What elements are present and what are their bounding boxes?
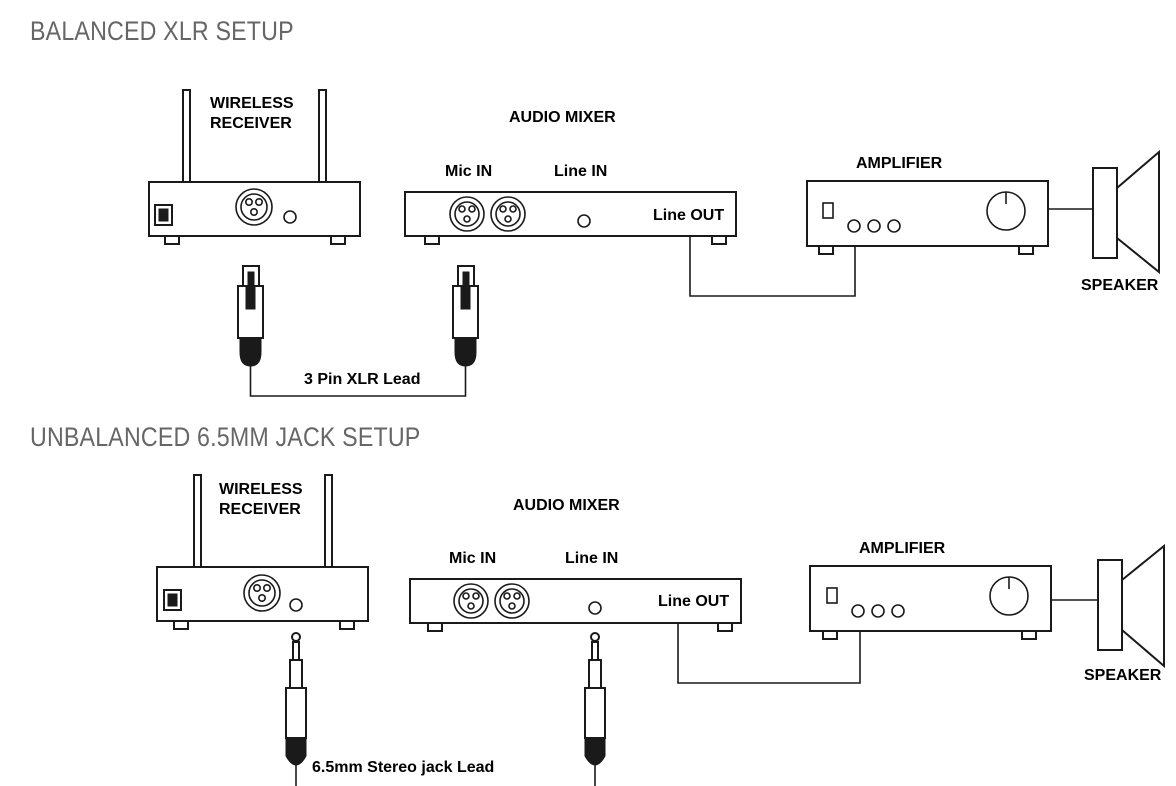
- receiver-label-line2: RECEIVER: [219, 501, 301, 518]
- balanced-audio-mixer: AUDIO MIXER Mic IN Line IN Line OUT: [404, 109, 737, 245]
- foot-icon: [427, 622, 443, 632]
- xlr-output-icon: [243, 574, 281, 612]
- receiver-label-line1: WIRELESS: [210, 95, 294, 112]
- amp-button-icon: [887, 219, 901, 233]
- foot-icon: [1021, 630, 1037, 640]
- amp-button-icon: [851, 604, 865, 618]
- speaker-label: SPEAKER: [1084, 667, 1162, 684]
- line-out-label: Line OUT: [653, 207, 724, 224]
- xlr-plug-right-icon: [452, 265, 479, 367]
- foot-icon: [330, 235, 346, 245]
- balanced-section-title: BALANCED XLR SETUP: [30, 16, 294, 46]
- antenna-right-icon: [324, 474, 333, 578]
- foot-icon: [1018, 245, 1034, 255]
- foot-icon: [164, 235, 180, 245]
- mic-input-1-icon: [449, 196, 485, 232]
- receiver-label-line2: RECEIVER: [210, 115, 292, 132]
- mic-input-2-icon: [494, 583, 530, 619]
- foot-icon: [339, 620, 355, 630]
- mixer-to-amp-cable: [677, 623, 861, 684]
- amp-button-icon: [867, 219, 881, 233]
- antenna-left-icon: [182, 89, 191, 191]
- power-switch-icon: [826, 587, 838, 604]
- line-in-jack-icon: [588, 601, 602, 615]
- receiver-body: [156, 566, 369, 622]
- lead-label: 3 Pin XLR Lead: [304, 371, 420, 388]
- antenna-left-icon: [193, 474, 202, 578]
- foot-icon: [173, 620, 189, 630]
- amplifier-label: AMPLIFIER: [859, 540, 946, 557]
- jack-plug-left-icon: [285, 632, 307, 786]
- xlr-lead-cable: [249, 366, 467, 397]
- amp-button-icon: [891, 604, 905, 618]
- mixer-body: [409, 578, 742, 624]
- power-socket-core-icon: [167, 593, 178, 607]
- mixer-to-amp-cable: [689, 236, 856, 297]
- mixer-body: [404, 191, 737, 237]
- lead-label: 6.5mm Stereo jack Lead: [312, 759, 494, 776]
- unbalanced-setup: WIRELESS RECEIVER AUDIO MIXER Mic IN Lin…: [156, 474, 1165, 786]
- receiver-label-line1: WIRELESS: [219, 481, 303, 498]
- foot-icon: [711, 235, 727, 245]
- line-out-label: Line OUT: [658, 593, 729, 610]
- amp-button-icon: [871, 604, 885, 618]
- xlr-output-icon: [235, 188, 273, 226]
- unbalanced-audio-mixer: AUDIO MIXER Mic IN Line IN Line OUT: [409, 497, 742, 632]
- jack-plug-right-icon: [584, 632, 606, 786]
- power-socket-core-icon: [158, 208, 169, 222]
- line-in-label: Line IN: [554, 163, 607, 180]
- foot-icon: [424, 235, 440, 245]
- amp-button-icon: [847, 219, 861, 233]
- amplifier-body: [809, 565, 1052, 632]
- unbalanced-wireless-receiver: WIRELESS RECEIVER: [156, 474, 369, 630]
- speaker-label: SPEAKER: [1081, 277, 1159, 294]
- foot-icon: [818, 245, 834, 255]
- xlr-plug-left-icon: [237, 265, 264, 367]
- amplifier-body: [806, 180, 1049, 247]
- receiver-knob-icon: [283, 210, 297, 224]
- balanced-setup: WIRELESS RECEIVER AUDIO MIXER Mic IN Lin…: [148, 89, 1160, 397]
- mixer-label: AUDIO MIXER: [513, 497, 620, 514]
- balanced-amplifier: AMPLIFIER: [806, 155, 1049, 255]
- mic-input-2-icon: [490, 196, 526, 232]
- unbalanced-speaker-icon: [1051, 543, 1165, 669]
- receiver-jack-icon: [289, 598, 303, 612]
- mic-input-1-icon: [453, 583, 489, 619]
- line-in-label: Line IN: [565, 550, 618, 567]
- amplifier-label: AMPLIFIER: [856, 155, 943, 172]
- antenna-right-icon: [318, 89, 327, 191]
- balanced-speaker-icon: [1048, 149, 1160, 275]
- foot-icon: [822, 630, 838, 640]
- mixer-label: AUDIO MIXER: [509, 109, 616, 126]
- line-in-jack-icon: [577, 214, 591, 228]
- foot-icon: [717, 622, 733, 632]
- balanced-wireless-receiver: WIRELESS RECEIVER: [148, 89, 361, 245]
- mic-in-label: Mic IN: [449, 550, 496, 567]
- unbalanced-section-title: UNBALANCED 6.5MM JACK SETUP: [30, 422, 421, 452]
- unbalanced-amplifier: AMPLIFIER: [809, 540, 1052, 640]
- mic-in-label: Mic IN: [445, 163, 492, 180]
- power-switch-icon: [822, 202, 834, 219]
